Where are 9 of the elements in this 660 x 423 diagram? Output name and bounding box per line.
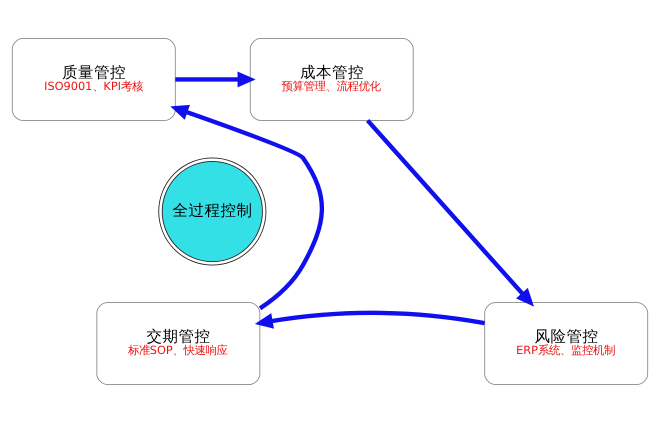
node-box: 质量管控 ISO9001、KPI考核	[12, 38, 176, 121]
node-circle: 全过程控制	[158, 157, 266, 266]
arrow	[254, 310, 485, 329]
arrow	[170, 104, 324, 310]
arrow	[175, 72, 256, 88]
arrow	[366, 119, 534, 307]
node-box: 交期管控 标准SOP、快速响应	[96, 302, 260, 385]
node-box: 风险管控 ERP系统、监控机制	[484, 302, 648, 385]
node-box: 成本管控 预算管理、流程优化	[250, 38, 414, 121]
